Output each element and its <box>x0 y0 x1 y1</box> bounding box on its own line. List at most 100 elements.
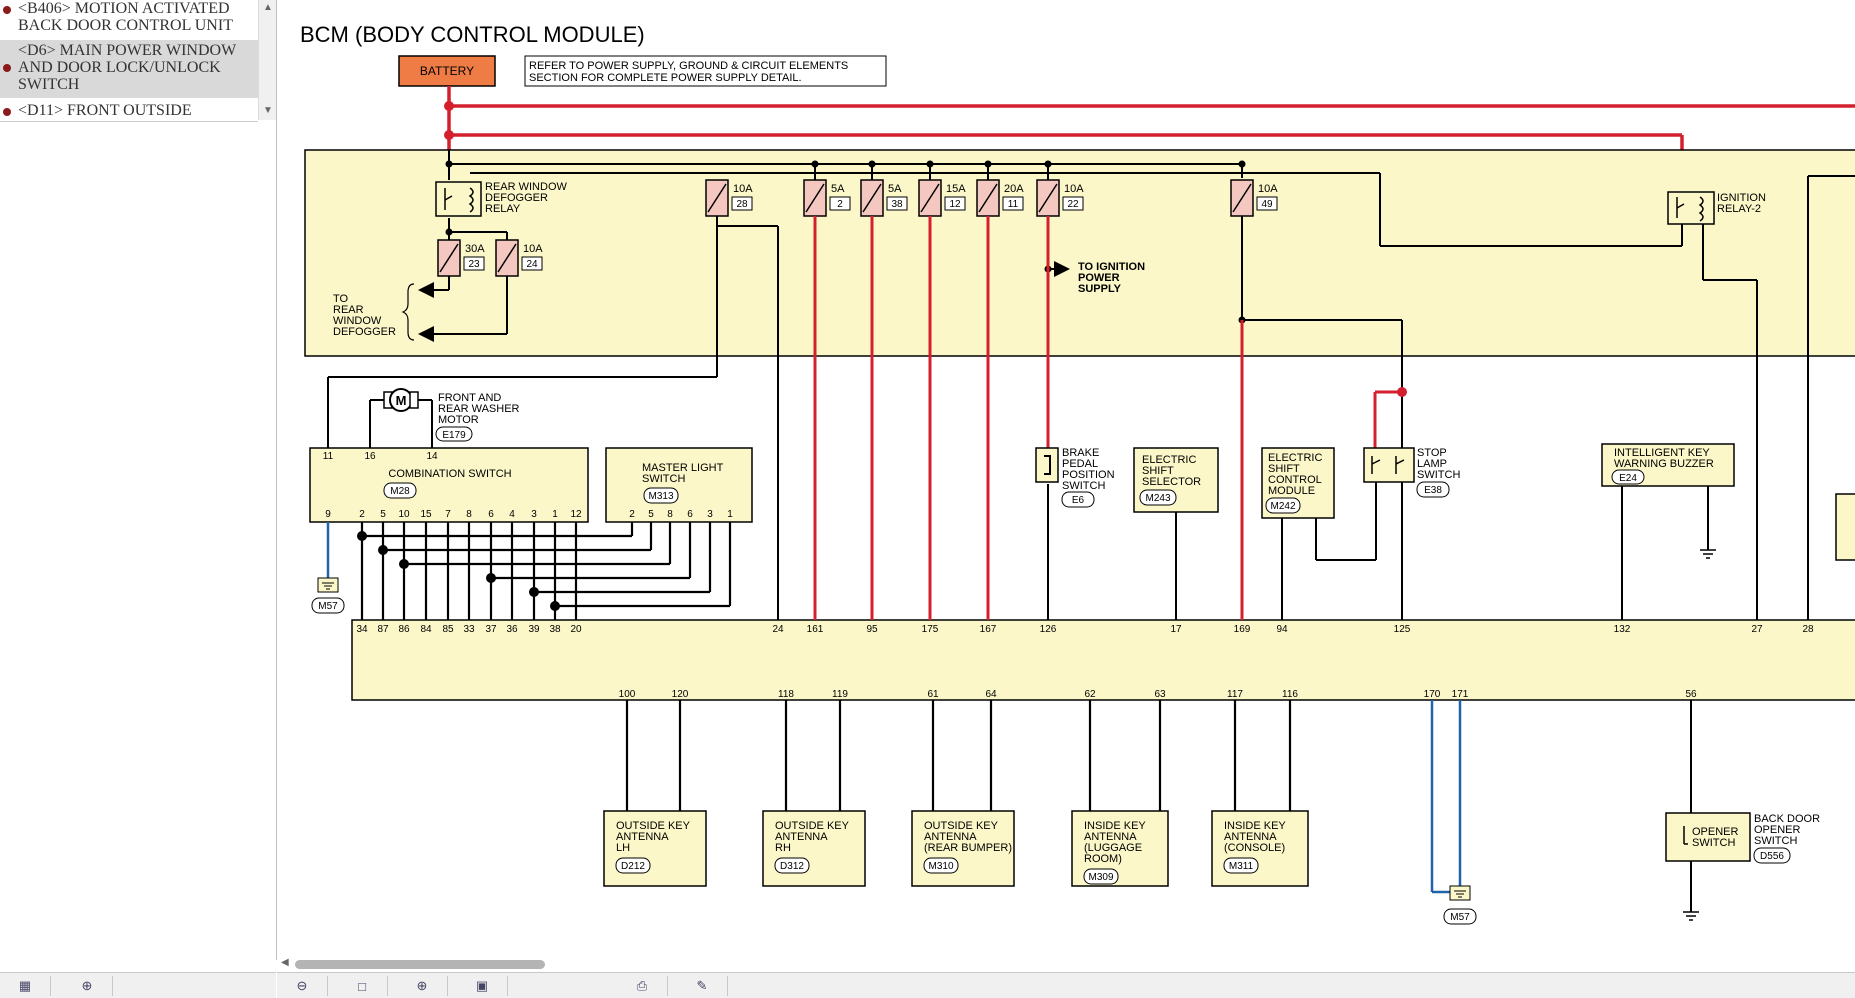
svg-text:E179: E179 <box>442 430 466 441</box>
fuse-amp-label: 10A <box>1064 183 1084 195</box>
grid-view-icon[interactable]: ▦ <box>0 976 51 996</box>
switch-harness <box>357 522 730 620</box>
junction-dot <box>927 161 934 168</box>
fuse-amp-label: 20A <box>1004 183 1024 195</box>
svg-text:E24: E24 <box>1619 473 1637 484</box>
pin-number: 116 <box>1282 689 1298 700</box>
pin-number: 17 <box>1170 624 1182 635</box>
junction-dot <box>444 101 454 111</box>
ground-symbol-left <box>318 522 338 592</box>
key-buzzer-wires <box>1622 486 1708 620</box>
antenna-label: LH <box>616 842 630 854</box>
battery-label: BATTERY <box>420 64 474 78</box>
connector-tag-label: M311 <box>1229 861 1254 872</box>
pin-number: 132 <box>1614 624 1631 635</box>
pin-number: 3 <box>707 509 713 520</box>
pin-number: 1 <box>727 509 733 520</box>
pin-number: 7 <box>445 509 451 520</box>
pin-number: 100 <box>619 689 636 700</box>
pin-number: 9 <box>325 509 331 520</box>
pin-number: 3 <box>531 509 537 520</box>
fuse-amp-label: 15A <box>946 183 966 195</box>
junction-dot <box>446 229 453 236</box>
ignition-relay-line2: RELAY-2 <box>1717 203 1761 215</box>
washer-motor-line3: MOTOR <box>438 414 479 426</box>
connector-tag-label: D312 <box>780 861 804 872</box>
power-note-line2: SECTION FOR COMPLETE POWER SUPPLY DETAIL… <box>529 72 802 84</box>
pin-number: 85 <box>442 624 454 635</box>
connector-tag-m28: M28 <box>384 483 416 498</box>
print-icon[interactable]: ⎙ <box>617 976 668 996</box>
svg-text:M243: M243 <box>1145 493 1170 504</box>
horizontal-scrollbar[interactable]: ◀ <box>277 956 1855 972</box>
zoom-in-icon[interactable]: ⊕ <box>62 976 113 996</box>
pin-number: 39 <box>528 624 540 635</box>
pin-number: 38 <box>549 624 561 635</box>
zoom-in-icon[interactable]: ⊕ <box>397 976 448 996</box>
connector-tag-m242: M242 <box>1266 498 1300 513</box>
pin-number: 24 <box>772 624 784 635</box>
fuse-amp-label: 10A <box>733 183 753 195</box>
fuse <box>438 240 460 276</box>
fuse <box>706 180 728 216</box>
junction-dot <box>357 531 367 541</box>
fit-page-icon[interactable]: ▣ <box>457 976 508 996</box>
key-buzzer-2: WARNING BUZZER <box>1614 458 1714 470</box>
connector-tag-m57-left: M57 <box>312 598 344 613</box>
fuse-amp-label: 10A <box>523 243 543 255</box>
pin-number: 161 <box>807 624 824 635</box>
sidebar-toolbar: ▦ ⊕ <box>0 972 276 998</box>
main-toolbar: ⊖ □ ⊕ ▣ ⎙ ✎ <box>277 972 1855 998</box>
pin-number: 8 <box>466 509 472 520</box>
brake-label-4: SWITCH <box>1062 480 1105 492</box>
junction-dot <box>529 587 539 597</box>
pin-number: 2 <box>359 509 365 520</box>
connector-tag-e24: E24 <box>1612 470 1644 484</box>
connector-tag-label: M309 <box>1088 872 1113 883</box>
scrollbar-thumb[interactable] <box>295 960 545 969</box>
pin-number: 119 <box>832 689 848 700</box>
antenna-label: (CONSOLE) <box>1224 842 1285 854</box>
ignition-relay-2 <box>1668 192 1714 224</box>
svg-text:E6: E6 <box>1072 495 1085 506</box>
fuse-number: 2 <box>837 199 843 210</box>
shift-control-4: MODULE <box>1268 485 1315 497</box>
fuse-number: 49 <box>1261 199 1273 210</box>
pin-number: 94 <box>1276 624 1288 635</box>
zoom-out-icon[interactable]: ⊖ <box>277 976 328 996</box>
fuse-amp-label: 30A <box>465 243 485 255</box>
fuse <box>861 180 883 216</box>
pin-number: 95 <box>866 624 878 635</box>
pin-number: 170 <box>1424 689 1441 700</box>
pin-number: 27 <box>1751 624 1763 635</box>
connector-tag-label: D212 <box>621 861 645 872</box>
pin-number: 37 <box>485 624 497 635</box>
fuse-number: 23 <box>468 259 480 270</box>
pin-number: 61 <box>927 689 939 700</box>
fuse-number: 22 <box>1067 199 1079 210</box>
fuse-amp-label: 5A <box>888 183 902 195</box>
svg-text:E38: E38 <box>1424 485 1442 496</box>
rear-defogger-relay <box>436 182 481 216</box>
pin-number: 175 <box>922 624 939 635</box>
antenna-label: RH <box>775 842 791 854</box>
scroll-left-icon[interactable]: ◀ <box>281 957 289 968</box>
clipped-component-box <box>1836 494 1855 560</box>
junction-dot <box>446 161 453 168</box>
svg-text:M57: M57 <box>318 601 338 612</box>
page-icon[interactable]: □ <box>337 976 388 996</box>
blue-ground-wires <box>1432 700 1460 892</box>
pin-number: 62 <box>1084 689 1096 700</box>
pin-number: 125 <box>1394 624 1411 635</box>
svg-text:M57: M57 <box>1450 912 1470 923</box>
fuse <box>1037 180 1059 216</box>
tools-icon[interactable]: ✎ <box>677 976 728 996</box>
connector-tag-e6: E6 <box>1062 492 1094 507</box>
ground-symbol-buzzer <box>1700 550 1716 558</box>
page-title: BCM (BODY CONTROL MODULE) <box>300 22 645 47</box>
connector-tag-e179: E179 <box>436 427 472 441</box>
junction-dot <box>1045 161 1052 168</box>
pin-number: 10 <box>398 509 410 520</box>
ground-symbol-mid <box>1450 886 1470 900</box>
junction-dot <box>985 161 992 168</box>
